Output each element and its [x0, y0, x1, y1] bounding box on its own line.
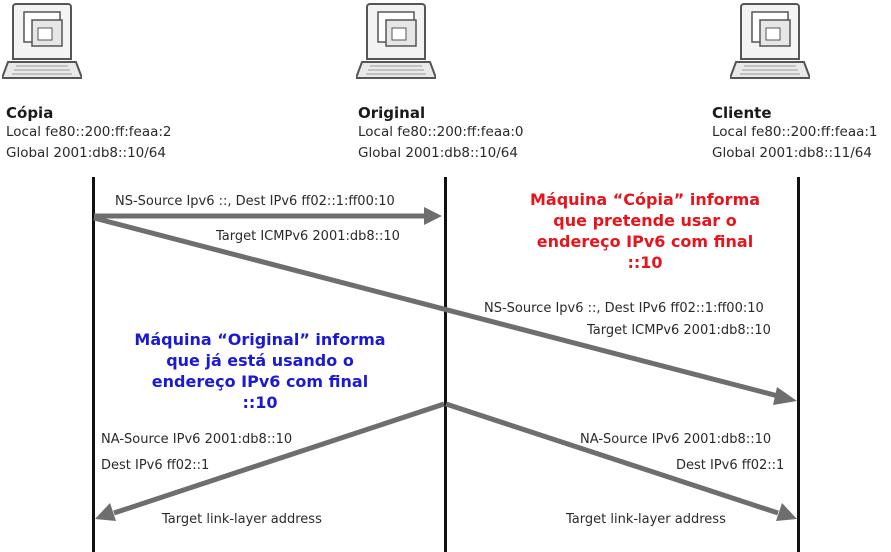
timeline-copia	[92, 177, 95, 552]
arrow-na-to-copia-head	[95, 503, 116, 521]
note-original-line: ::10	[242, 393, 278, 412]
timeline-original	[444, 177, 447, 552]
host-name-cliente: Cliente	[712, 104, 772, 122]
note-copia-line: Máquina “Cópia” informa	[529, 190, 761, 209]
host-global-copia: Global 2001:db8::10/64	[6, 145, 166, 161]
host-local-copia: Local fe80::200:ff:feaa:2	[6, 124, 172, 140]
label-ns1-line1: NS-Source Ipv6 ::, Dest IPv6 ff02::1:ff0…	[115, 194, 395, 209]
label-ns1-line2: Target ICMPv6 2001:db8::10	[216, 229, 400, 244]
laptop-original-icon	[356, 3, 436, 79]
note-copia-line: endereço IPv6 com final	[536, 232, 754, 251]
label-na1-line2: Dest IPv6 ff02::1	[101, 458, 210, 473]
label-na1-line1: NA-Source IPv6 2001:db8::10	[101, 432, 293, 447]
label-ns2-line2: Target ICMPv6 2001:db8::10	[587, 323, 771, 338]
note-copia: Máquina “Cópia” informa que pretende usa…	[500, 189, 790, 273]
host-name-copia: Cópia	[6, 104, 54, 122]
note-copia-line: que pretende usar o	[553, 211, 737, 230]
arrow-na-to-cliente-head	[776, 503, 797, 521]
laptop-cliente-icon	[730, 3, 810, 79]
arrow-ns-to-cliente	[93, 215, 779, 399]
arrow-ns-to-original-head	[424, 207, 442, 225]
arrow-ns-to-cliente-head	[773, 387, 797, 405]
arrow-na-to-copia	[113, 401, 445, 516]
host-local-cliente: Local fe80::200:ff:feaa:1	[712, 124, 878, 140]
label-na1-line3: Target link-layer address	[162, 512, 322, 527]
arrow-na-to-cliente	[445, 401, 779, 516]
timeline-cliente	[797, 177, 800, 552]
note-copia-line: ::10	[627, 253, 663, 272]
laptop-copia-icon	[2, 3, 82, 79]
note-original-line: Máquina “Original” informa	[134, 330, 386, 349]
host-global-original: Global 2001:db8::10/64	[358, 145, 518, 161]
label-ns2-line1: NS-Source Ipv6 ::, Dest IPv6 ff02::1:ff0…	[484, 301, 764, 316]
note-original-line: que já está usando o	[166, 351, 354, 370]
label-na2-line1: NA-Source IPv6 2001:db8::10	[580, 432, 772, 447]
label-na2-line2: Dest IPv6 ff02::1	[676, 458, 785, 473]
host-global-cliente: Global 2001:db8::11/64	[712, 145, 872, 161]
note-original-line: endereço IPv6 com final	[151, 372, 369, 391]
label-na2-line3: Target link-layer address	[566, 512, 726, 527]
note-original: Máquina “Original” informa que já está u…	[110, 329, 410, 413]
host-name-original: Original	[358, 104, 426, 122]
host-local-original: Local fe80::200:ff:feaa:0	[358, 124, 524, 140]
